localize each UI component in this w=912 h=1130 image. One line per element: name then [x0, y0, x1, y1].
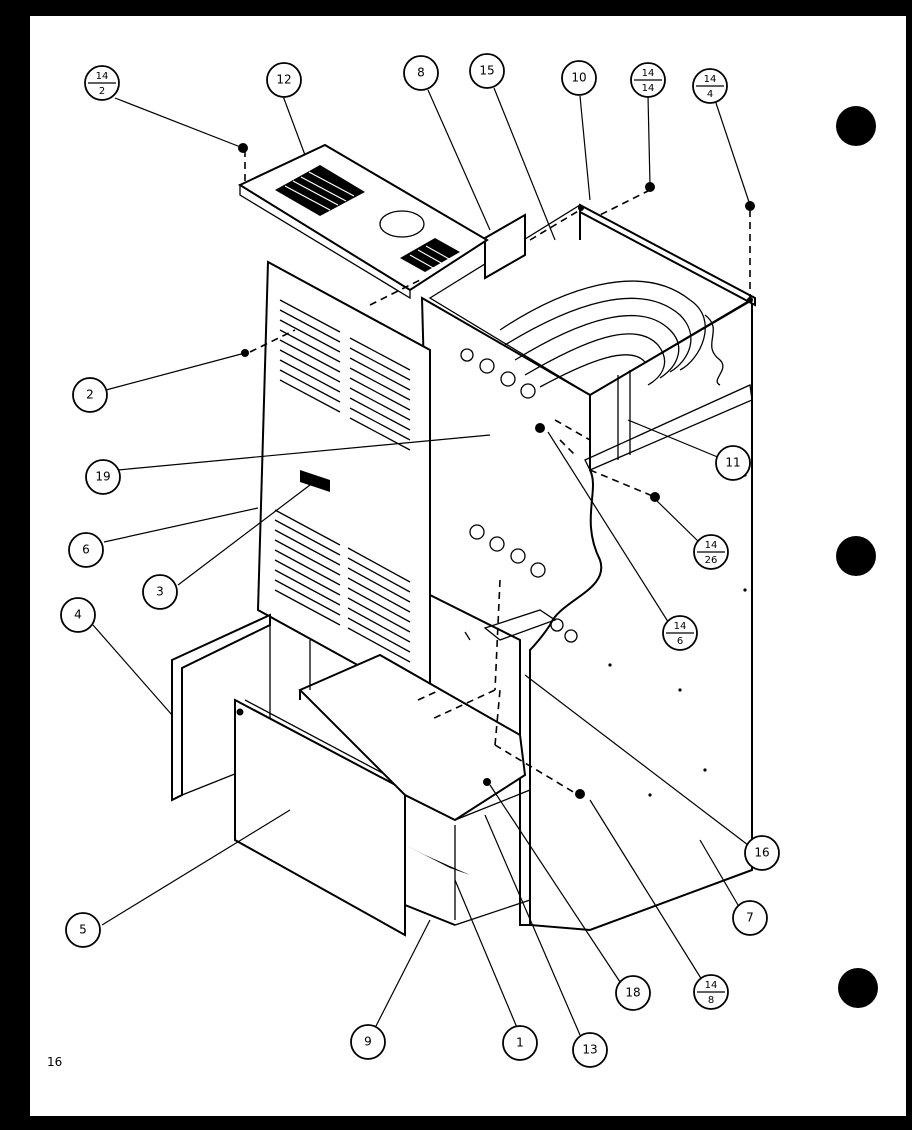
- callout-14-2: 14 2: [84, 65, 120, 101]
- svg-text:15: 15: [479, 64, 494, 78]
- callout-15: 15: [469, 53, 505, 89]
- callout-18: 18: [615, 975, 651, 1011]
- front-grille-panel-6: [256, 260, 431, 707]
- callout-14-8: 14 8: [693, 974, 729, 1010]
- svg-text:5: 5: [79, 923, 87, 937]
- svg-text:14: 14: [96, 71, 109, 82]
- callout-14-26: 14 26: [693, 534, 729, 570]
- svg-text:14: 14: [674, 621, 687, 632]
- svg-text:16: 16: [754, 846, 769, 860]
- svg-text:1: 1: [516, 1036, 524, 1050]
- svg-text:14: 14: [642, 83, 655, 94]
- callout-16: 16: [744, 835, 780, 871]
- svg-text:11: 11: [725, 456, 740, 470]
- svg-text:18: 18: [625, 986, 640, 1000]
- callout-8: 8: [403, 55, 439, 91]
- binder-hole-bottom: [838, 968, 878, 1008]
- front-panel-19: [420, 296, 603, 926]
- leader-lines: [92, 87, 751, 1036]
- svg-text:19: 19: [95, 470, 110, 484]
- svg-text:14: 14: [705, 980, 718, 991]
- svg-text:14: 14: [642, 68, 655, 79]
- svg-text:10: 10: [571, 71, 586, 85]
- svg-text:13: 13: [582, 1043, 597, 1057]
- binder-hole-middle: [836, 536, 876, 576]
- callout-3: 3: [142, 574, 178, 610]
- svg-text:12: 12: [276, 73, 291, 87]
- explode-lines: [244, 150, 751, 794]
- callout-1: 1: [502, 1025, 538, 1061]
- callout-6: 6: [68, 532, 104, 568]
- svg-text:6: 6: [82, 543, 90, 557]
- callout-12: 12: [266, 62, 302, 98]
- svg-text:8: 8: [708, 995, 714, 1006]
- callout-14-14: 14 14: [630, 62, 666, 98]
- svg-text:6: 6: [677, 636, 683, 647]
- top-rail-10: [578, 203, 756, 307]
- svg-text:14: 14: [704, 74, 717, 85]
- svg-text:2: 2: [86, 388, 94, 402]
- page-number: 16: [47, 1055, 63, 1069]
- svg-text:26: 26: [705, 555, 718, 566]
- callout-14-6: 14 6: [662, 615, 698, 651]
- svg-text:9: 9: [364, 1035, 372, 1049]
- callout-14-4: 14 4: [692, 68, 728, 104]
- svg-text:8: 8: [417, 66, 425, 80]
- svg-text:2: 2: [99, 86, 105, 97]
- callout-11: 11: [715, 445, 751, 481]
- svg-text:14: 14: [705, 540, 718, 551]
- callout-10: 10: [561, 60, 597, 96]
- callout-9: 9: [350, 1024, 386, 1060]
- svg-text:7: 7: [746, 911, 754, 925]
- callout-4: 4: [60, 597, 96, 633]
- svg-text:4: 4: [74, 608, 82, 622]
- top-cover-12: [237, 143, 489, 300]
- base-9: [298, 640, 531, 926]
- callout-5: 5: [65, 912, 101, 948]
- callout-19: 19: [85, 459, 121, 495]
- callout-7: 7: [732, 900, 768, 936]
- bracket-8: [484, 213, 526, 280]
- heat-exchanger: [428, 204, 753, 471]
- svg-text:4: 4: [707, 89, 713, 100]
- svg-text:3: 3: [156, 585, 164, 599]
- lower-door-5: [234, 698, 406, 937]
- callout-13: 13: [572, 1032, 608, 1068]
- callout-2: 2: [72, 377, 108, 413]
- binder-hole-top: [836, 106, 876, 146]
